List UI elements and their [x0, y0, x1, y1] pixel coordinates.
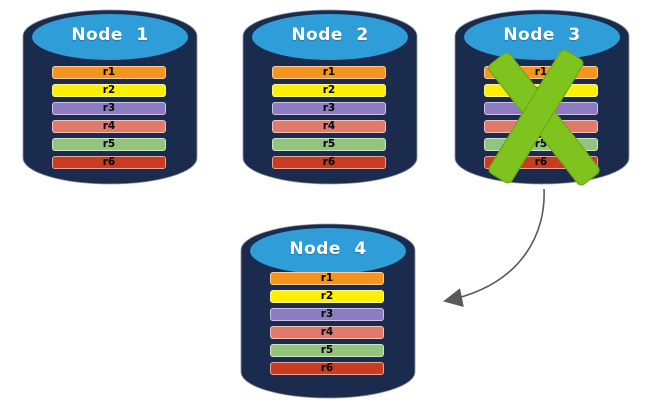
- row-r6: r6: [272, 156, 386, 169]
- node-1: Node 1 r1 r2 r3 r4 r5 r6: [22, 6, 198, 188]
- arrow-curve: [443, 188, 545, 308]
- row-r1: r1: [52, 66, 166, 79]
- row-r3: r3: [270, 308, 384, 321]
- row-r4: r4: [52, 120, 166, 133]
- node-2-title: Node 2: [291, 25, 369, 45]
- node-2: Node 2 r1 r2 r3 r4 r5 r6: [242, 6, 418, 188]
- row-r1: r1: [270, 272, 384, 285]
- row-r2: r2: [272, 84, 386, 97]
- failure-x-icon: [488, 49, 600, 186]
- node-2-rows: r1 r2 r3 r4 r5 r6: [272, 66, 386, 174]
- row-r2: r2: [270, 290, 384, 303]
- row-r3: r3: [272, 102, 386, 115]
- row-r5: r5: [272, 138, 386, 151]
- cylinder-top: [252, 14, 408, 60]
- row-r4: r4: [270, 326, 384, 339]
- row-r1: r1: [272, 66, 386, 79]
- cylinder-top: [32, 14, 188, 60]
- cylinder-top: [250, 228, 406, 274]
- node-1-rows: r1 r2 r3 r4 r5 r6: [52, 66, 166, 174]
- cylinder-top: [464, 14, 620, 60]
- node-4-rows: r1 r2 r3 r4 r5 r6: [270, 272, 384, 380]
- row-r5: r5: [270, 344, 384, 357]
- row-r6: r6: [52, 156, 166, 169]
- node-4: Node 4 r1 r2 r3 r4 r5 r6: [240, 220, 416, 402]
- row-r3: r3: [52, 102, 166, 115]
- node-3-title: Node 3: [503, 25, 581, 45]
- node-1-title: Node 1: [71, 25, 149, 45]
- row-r6: r6: [270, 362, 384, 375]
- row-r2: r2: [52, 84, 166, 97]
- row-r4: r4: [272, 120, 386, 133]
- node-4-title: Node 4: [289, 239, 367, 259]
- row-r5: r5: [52, 138, 166, 151]
